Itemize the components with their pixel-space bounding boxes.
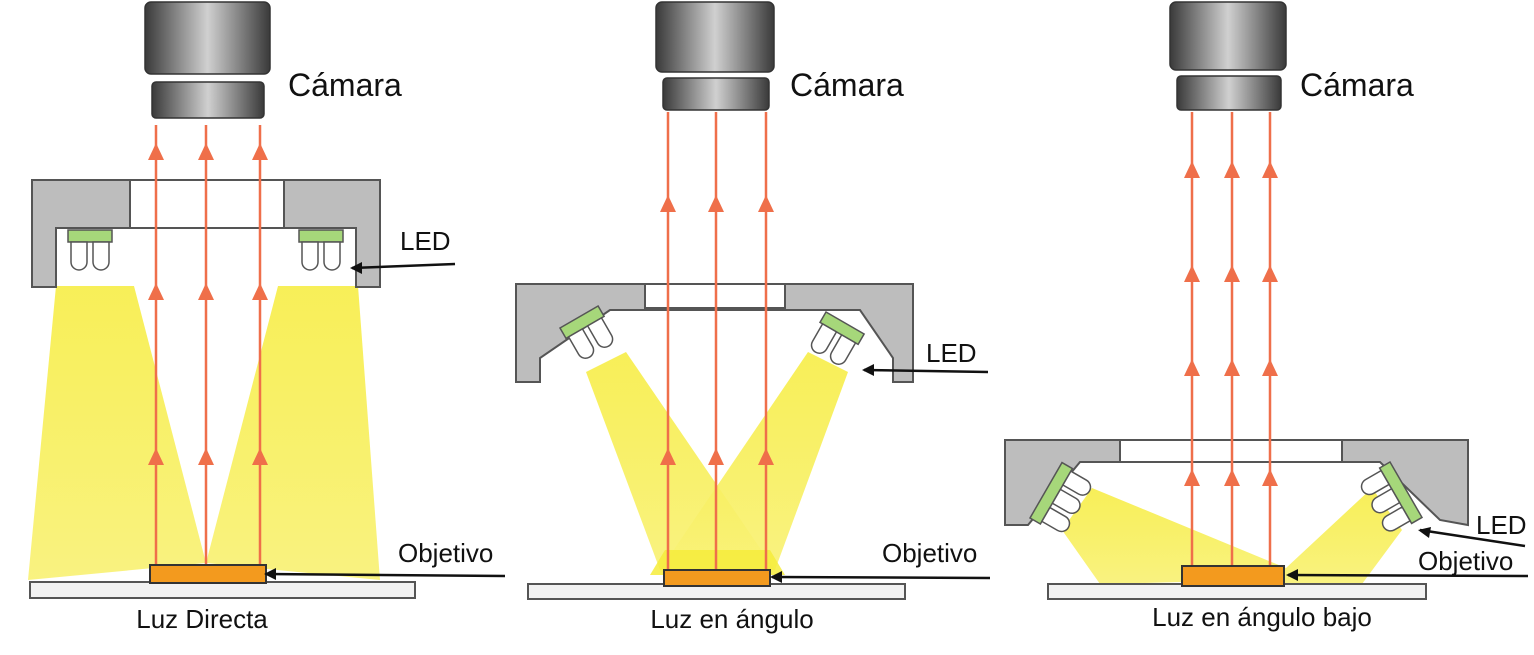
- camera-icon: [655, 1, 775, 111]
- light-cone-left: [28, 286, 206, 580]
- led-icon: [298, 229, 344, 271]
- panel-caption: Luz en ángulo bajo: [1152, 602, 1372, 632]
- camera-icon: [144, 1, 271, 119]
- led-label: LED: [400, 226, 451, 256]
- target: [1181, 565, 1285, 587]
- ray-arrows: [148, 143, 268, 465]
- ray-arrows: [660, 195, 774, 465]
- target-label: Objetivo: [1418, 546, 1513, 576]
- camera-label: Cámara: [790, 67, 904, 103]
- target-label: Objetivo: [398, 538, 493, 568]
- light-cone-right: [206, 286, 380, 580]
- base-plate: [29, 581, 416, 599]
- led-icon: [67, 229, 113, 271]
- target-label: Objetivo: [882, 538, 977, 568]
- target: [663, 569, 771, 587]
- panel-caption: Luz en ángulo: [650, 604, 813, 634]
- reflected-rays: [666, 112, 768, 572]
- led-label: LED: [1476, 510, 1527, 540]
- light-cone-right: [660, 352, 848, 570]
- led-label: LED: [926, 338, 977, 368]
- panel-angled-light: Cámara LED Objetivo Luz en ángulo: [515, 1, 991, 634]
- camera-icon: [1169, 1, 1287, 111]
- ray-arrows: [1184, 161, 1278, 486]
- light-cone-right: [1182, 488, 1402, 584]
- panel-direct-light: Cámara LED Objetivo Luz Directa: [28, 1, 506, 634]
- camera-label: Cámara: [288, 67, 402, 103]
- panel-low-angle-light: Cámara LED Objetivo Luz en ángulo bajo: [1004, 1, 1529, 632]
- reflected-rays: [1190, 112, 1272, 566]
- target: [149, 564, 267, 584]
- light-cone-left: [1062, 488, 1286, 584]
- reflected-rays: [154, 125, 262, 565]
- panel-caption: Luz Directa: [136, 604, 268, 634]
- camera-label: Cámara: [1300, 67, 1414, 103]
